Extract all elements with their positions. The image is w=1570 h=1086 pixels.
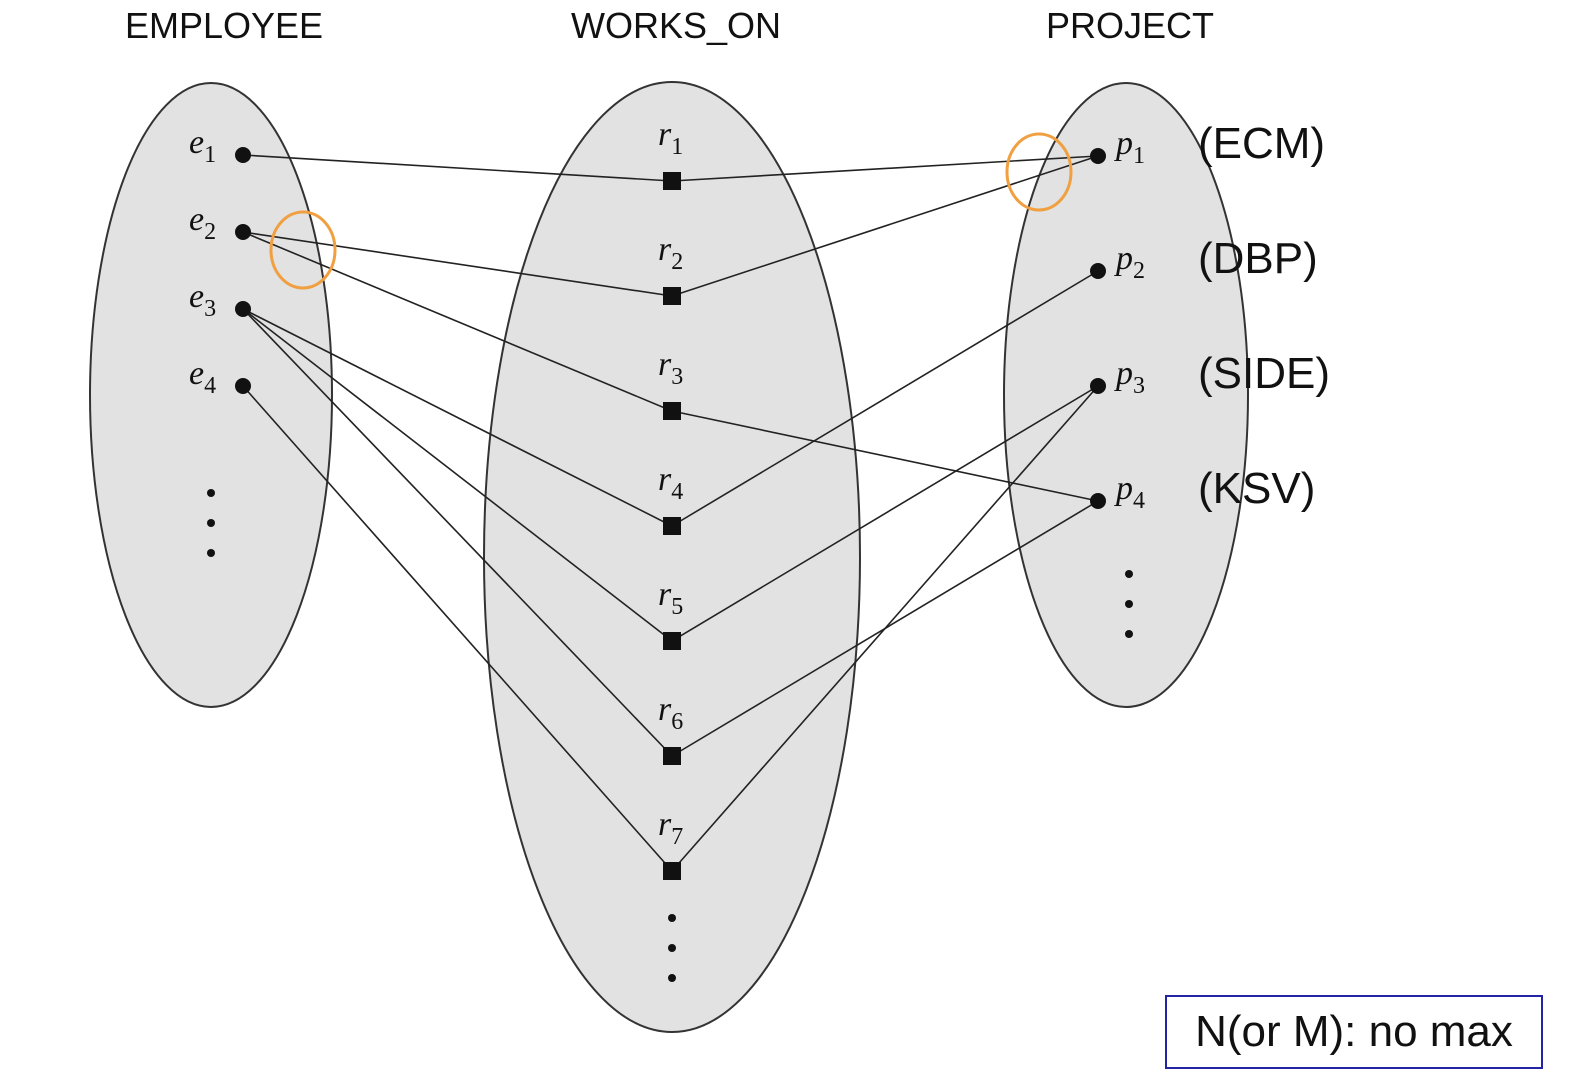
relationship-lines [242, 154, 1099, 872]
link-e3-r5 [242, 308, 673, 642]
project-name-p2: (DBP) [1198, 234, 1318, 283]
label-p3: p3 [1114, 355, 1145, 399]
project-set [1003, 82, 1249, 708]
label-r7: r7 [658, 806, 683, 850]
link-e2-r2 [242, 231, 673, 297]
node-e4 [235, 378, 251, 394]
label-e1: e1 [189, 124, 216, 168]
node-r3 [663, 402, 681, 420]
label-r4: r4 [658, 461, 683, 505]
element-labels: e1 e2 e3 e4 r1 r2 r3 r4 r5 r6 r7 p1 (ECM) p2 (DBP) p3 (S… [189, 116, 1330, 850]
highlight-p1 [1005, 132, 1073, 212]
link-r4-p2 [671, 270, 1099, 527]
label-e3: e3 [189, 278, 216, 322]
link-r7-p3 [671, 385, 1099, 872]
label-p4: p4 [1114, 470, 1145, 514]
node-p3 [1090, 378, 1106, 394]
label-e2: e2 [189, 201, 216, 245]
project-name-p4: (KSV) [1198, 464, 1315, 513]
employee-ellipsis [207, 489, 215, 557]
node-p2 [1090, 263, 1106, 279]
works-on-ellipsis [668, 914, 676, 982]
node-r5 [663, 632, 681, 650]
label-r1: r1 [658, 116, 683, 160]
cardinality-note-text: N(or M): no max [1195, 1007, 1513, 1056]
link-r3-p4 [671, 410, 1099, 502]
label-r3: r3 [658, 346, 683, 390]
link-e3-r4 [242, 308, 673, 527]
element-nodes [235, 147, 1106, 880]
node-r7 [663, 862, 681, 880]
label-r6: r6 [658, 691, 683, 735]
label-e4: e4 [189, 355, 216, 399]
project-title: PROJECT [1046, 5, 1214, 46]
node-p4 [1090, 493, 1106, 509]
highlight-circles [269, 132, 1073, 290]
node-e2 [235, 224, 251, 240]
label-p1: p1 [1114, 125, 1145, 169]
employee-title: EMPLOYEE [125, 5, 323, 46]
project-name-p1: (ECM) [1198, 119, 1325, 168]
highlight-e2 [269, 210, 337, 290]
label-r5: r5 [658, 576, 683, 620]
cardinality-note: N(or M): no max [1165, 995, 1543, 1069]
works-on-set [483, 81, 861, 1033]
node-r2 [663, 287, 681, 305]
link-e3-r6 [242, 308, 673, 757]
works-on-title: WORKS_ON [571, 5, 781, 46]
link-r2-p1 [671, 155, 1099, 297]
project-ellipsis [1125, 570, 1133, 638]
link-r1-p1 [671, 155, 1099, 182]
link-e2-r3 [242, 231, 673, 412]
label-p2: p2 [1114, 240, 1145, 284]
node-r4 [663, 517, 681, 535]
node-e3 [235, 301, 251, 317]
node-e1 [235, 147, 251, 163]
node-r1 [663, 172, 681, 190]
node-r6 [663, 747, 681, 765]
link-r5-p3 [671, 385, 1099, 642]
project-name-p3: (SIDE) [1198, 349, 1330, 398]
label-r2: r2 [658, 231, 683, 275]
link-e1-r1 [242, 154, 673, 182]
link-e4-r7 [242, 385, 673, 872]
node-p1 [1090, 148, 1106, 164]
